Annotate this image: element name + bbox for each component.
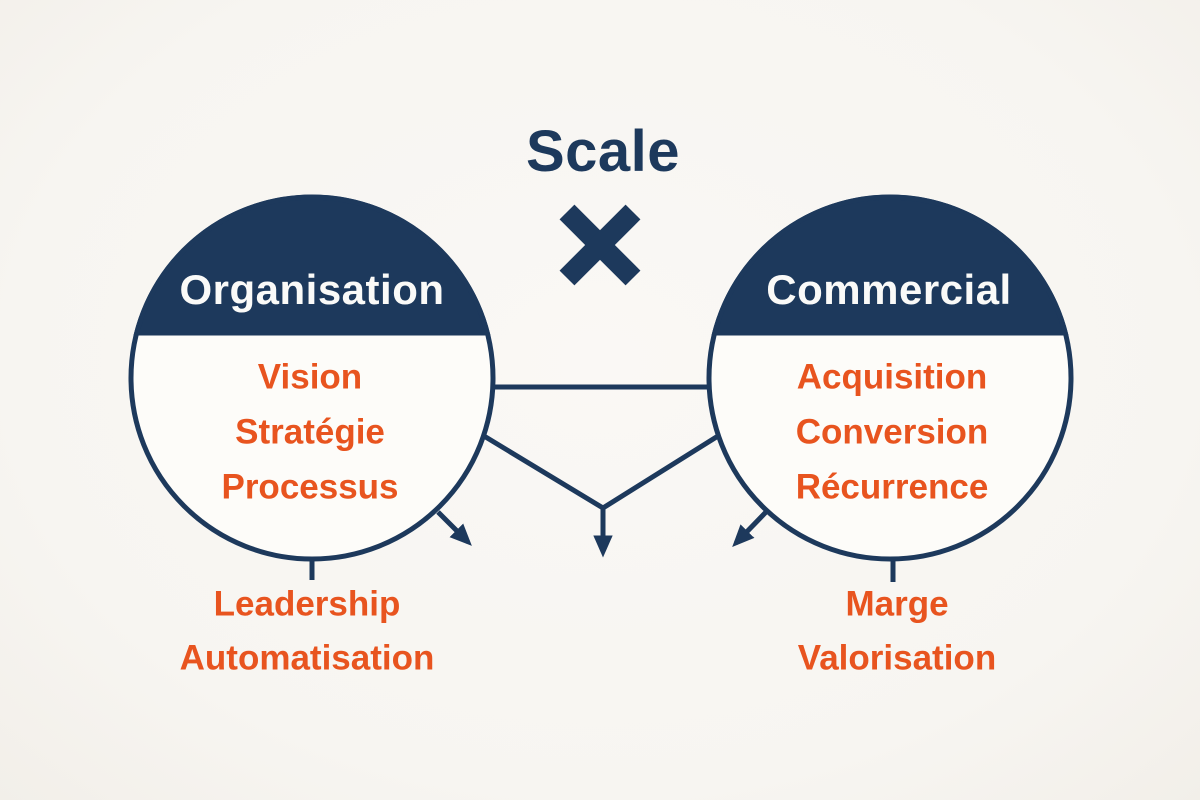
organisation-header: Organisation [179,266,445,313]
organisation-item-strategie: Stratégie [235,412,385,452]
right-diagonal-arrow [732,510,768,547]
left-diagonal-arrow [436,510,472,546]
commercial-item-acquisition: Acquisition [796,357,988,397]
organisation-circle-cap [133,194,491,336]
commercial-subitem-valorisation: Valorisation [797,638,997,678]
organisation-item-vision: Vision [257,357,363,397]
organisation-subitem-leadership: Leadership [213,584,401,624]
commercial-header: Commercial [766,266,1012,313]
commercial-subitem-marge: Marge [845,584,949,624]
commercial-item-recurrence: Récurrence [795,467,989,507]
commercial-item-conversion: Conversion [795,412,989,452]
organisation-item-processus: Processus [221,467,399,507]
page-title: Scale [525,119,681,184]
organisation-subitem-automatisation: Automatisation [179,638,435,678]
commercial-circle-cap [711,194,1069,336]
multiply-icon [559,204,641,286]
connector-v-lines [482,433,720,511]
